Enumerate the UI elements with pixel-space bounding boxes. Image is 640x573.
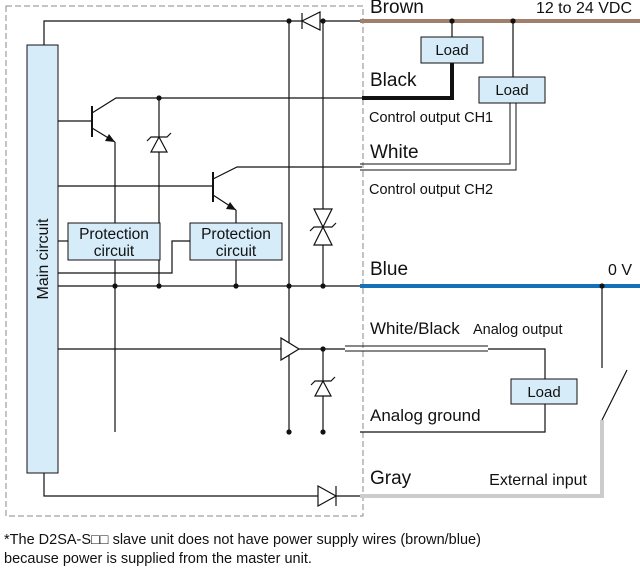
protection-circuit-1-line2: circuit	[94, 243, 135, 260]
blue-label: Blue	[370, 259, 408, 280]
buffer-symbol	[300, 11, 321, 31]
load-box-analog	[510, 378, 578, 405]
protection-circuit-1	[67, 222, 161, 261]
zener-diode-analog	[314, 379, 332, 397]
main-circuit-block	[26, 44, 59, 474]
gray-wire	[360, 420, 604, 498]
zener-diode-ch1	[150, 135, 168, 153]
protection-circuit-2-line2: circuit	[216, 243, 257, 260]
white-wire	[360, 103, 511, 165]
external-input-label: External input	[489, 472, 587, 489]
load-box-ch2	[478, 76, 546, 104]
brown-label: Brown	[370, 0, 424, 18]
load-box-ch1	[420, 36, 484, 64]
zero-volt-label: 0 V	[608, 262, 632, 279]
footnote-line-1: *The D2SA-S□□ slave unit does not have p…	[4, 532, 481, 548]
load-label-ch1: Load	[435, 42, 468, 59]
sensor-boundary	[5, 5, 364, 517]
black-label: Black	[370, 70, 417, 91]
load-label-analog: Load	[527, 384, 560, 401]
external-input-switch	[601, 369, 628, 421]
supply-voltage-label: 12 to 24 VDC	[536, 0, 632, 17]
ch1-output-label: Control output CH1	[369, 110, 493, 126]
protection-circuit-2-line1: Protection	[201, 226, 271, 243]
ch2-output-label: Control output CH2	[369, 182, 493, 198]
analog-ground-label: Analog ground	[370, 406, 481, 425]
load-label-ch2: Load	[495, 82, 528, 99]
footnote: *The D2SA-S□□ slave unit does not have p…	[4, 531, 634, 569]
analog-output-label: Analog output	[473, 322, 563, 338]
footnote-line-2: because power is supplied from the maste…	[4, 551, 312, 567]
tvs-diode	[313, 208, 333, 229]
main-circuit-label: Main circuit	[35, 218, 52, 299]
analog-ground-wire	[360, 404, 546, 433]
white-label: White	[370, 142, 419, 163]
protection-circuit-2	[189, 222, 283, 261]
black-wire	[362, 63, 454, 100]
input-diode	[317, 484, 338, 508]
analog-amplifier	[280, 336, 301, 362]
protection-circuit-1-line1: Protection	[79, 226, 149, 243]
white-black-label: White/Black	[370, 319, 460, 338]
gray-label: Gray	[370, 468, 412, 489]
